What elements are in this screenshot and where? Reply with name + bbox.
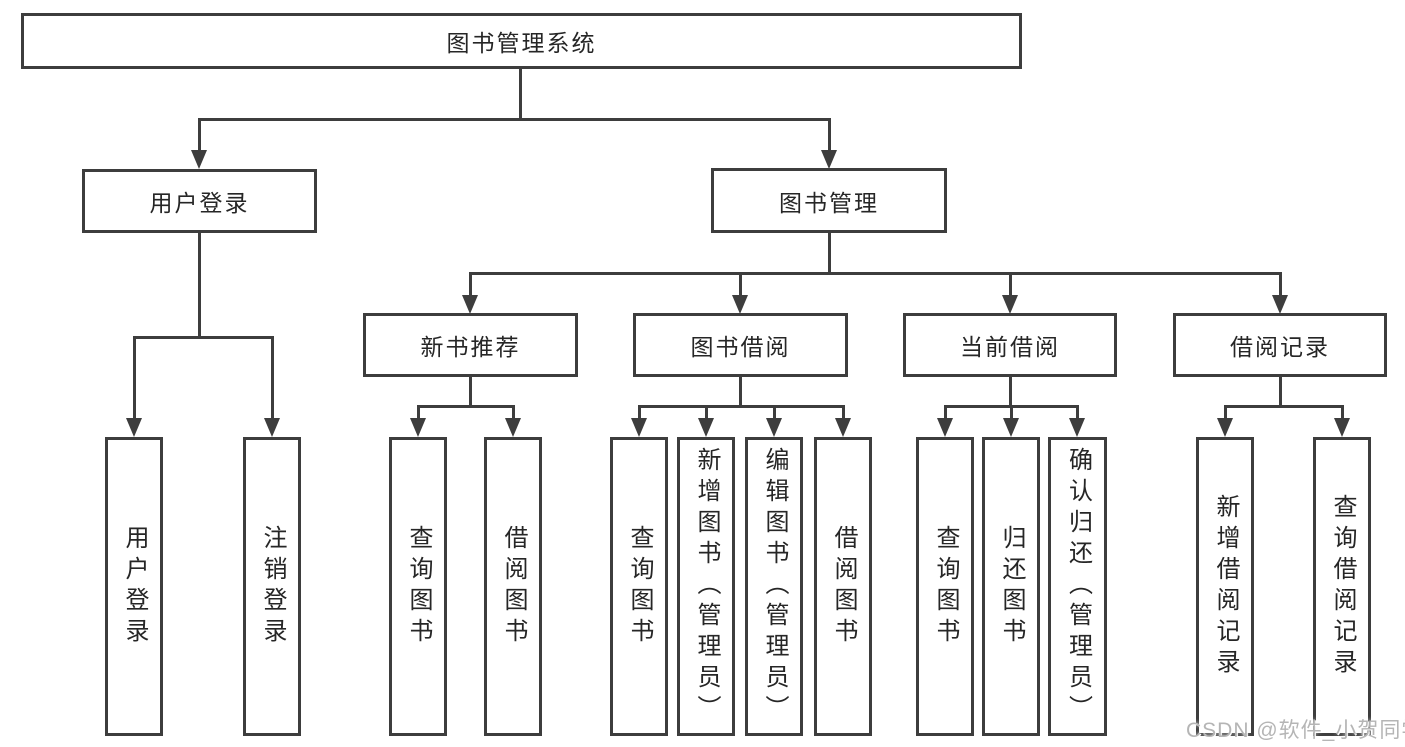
connector-arrow-line xyxy=(842,405,845,420)
connector-current-borrowing-drop xyxy=(1009,377,1012,406)
connector-book-borrowing-rail xyxy=(638,405,844,408)
leaf-add-books-admin: 新增图书（管理员） xyxy=(677,437,735,736)
leaf-user-login: 用户登录 xyxy=(105,437,163,736)
connector-user-login-rail xyxy=(133,336,274,339)
arrow-down-icon xyxy=(126,418,142,437)
connector-borrowing-records-rail xyxy=(1224,405,1343,408)
connector-arrow-line xyxy=(271,336,274,420)
arrow-down-icon xyxy=(264,418,280,437)
arrow-down-icon xyxy=(1334,418,1350,437)
connector-level3-rail xyxy=(469,272,1281,275)
connector-arrow-line xyxy=(417,405,420,420)
connector-book-borrowing-drop xyxy=(739,377,742,406)
connector-borrowing-records-drop xyxy=(1279,377,1282,406)
arrow-down-icon xyxy=(1003,418,1019,437)
leaf-query-books-current: 查询图书 xyxy=(916,437,974,736)
connector-arrow-line xyxy=(1076,405,1079,420)
connector-new-book-drop xyxy=(469,377,472,406)
connector-arrow-line xyxy=(1009,272,1012,297)
connector-book-management-drop xyxy=(828,233,831,272)
connector-arrow-line xyxy=(705,405,708,420)
arrow-down-icon xyxy=(410,418,426,437)
node-book-management: 图书管理 xyxy=(711,168,947,233)
leaf-query-books-borrowing: 查询图书 xyxy=(610,437,668,736)
connector-arrow-line xyxy=(1224,405,1227,420)
connector-arrow-line xyxy=(1341,405,1344,420)
arrow-down-icon xyxy=(698,418,714,437)
leaf-logout: 注销登录 xyxy=(243,437,301,736)
connector-arrow-line xyxy=(133,336,136,420)
connector-root-drop xyxy=(519,69,522,118)
arrow-down-icon xyxy=(191,150,207,169)
connector-arrow-line xyxy=(1010,405,1013,420)
connector-level2-rail xyxy=(198,118,831,121)
node-root: 图书管理系统 xyxy=(21,13,1022,69)
connector-arrow-line xyxy=(512,405,515,420)
arrow-down-icon xyxy=(462,295,478,314)
connector-user-login-drop xyxy=(198,233,201,336)
connector-arrow-line xyxy=(773,405,776,420)
leaf-borrow-books: 借阅图书 xyxy=(814,437,872,736)
arrow-down-icon xyxy=(937,418,953,437)
node-user-login: 用户登录 xyxy=(82,169,317,233)
connector-arrow-line xyxy=(638,405,641,420)
connector-arrow-line xyxy=(1279,272,1282,297)
connector-arrow-user-login-line xyxy=(198,118,201,152)
node-new-book-recommend: 新书推荐 xyxy=(363,313,578,377)
connector-arrow-line xyxy=(739,272,742,297)
watermark: CSDN @软件_小贺同学 xyxy=(1186,719,1405,742)
node-book-borrowing: 图书借阅 xyxy=(633,313,848,377)
arrow-down-icon xyxy=(1002,295,1018,314)
connector-new-book-rail xyxy=(417,405,514,408)
node-borrowing-records: 借阅记录 xyxy=(1173,313,1387,377)
leaf-borrow-books-recommend: 借阅图书 xyxy=(484,437,542,736)
arrow-down-icon xyxy=(1272,295,1288,314)
connector-arrow-line xyxy=(944,405,947,420)
leaf-confirm-return-admin: 确认归还（管理员） xyxy=(1048,437,1107,736)
leaf-add-borrow-record: 新增借阅记录 xyxy=(1196,437,1254,736)
leaf-edit-books-admin: 编辑图书（管理员） xyxy=(745,437,803,736)
arrow-down-icon xyxy=(1217,418,1233,437)
arrow-down-icon xyxy=(835,418,851,437)
arrow-down-icon xyxy=(821,150,837,169)
connector-arrow-line xyxy=(469,272,472,297)
arrow-down-icon xyxy=(766,418,782,437)
leaf-query-borrow-record: 查询借阅记录 xyxy=(1313,437,1371,736)
connector-arrow-book-management-line xyxy=(828,118,831,152)
node-current-borrowing: 当前借阅 xyxy=(903,313,1117,377)
arrow-down-icon xyxy=(732,295,748,314)
arrow-down-icon xyxy=(505,418,521,437)
arrow-down-icon xyxy=(631,418,647,437)
leaf-return-books: 归还图书 xyxy=(982,437,1040,736)
leaf-query-books-recommend: 查询图书 xyxy=(389,437,447,736)
arrow-down-icon xyxy=(1069,418,1085,437)
